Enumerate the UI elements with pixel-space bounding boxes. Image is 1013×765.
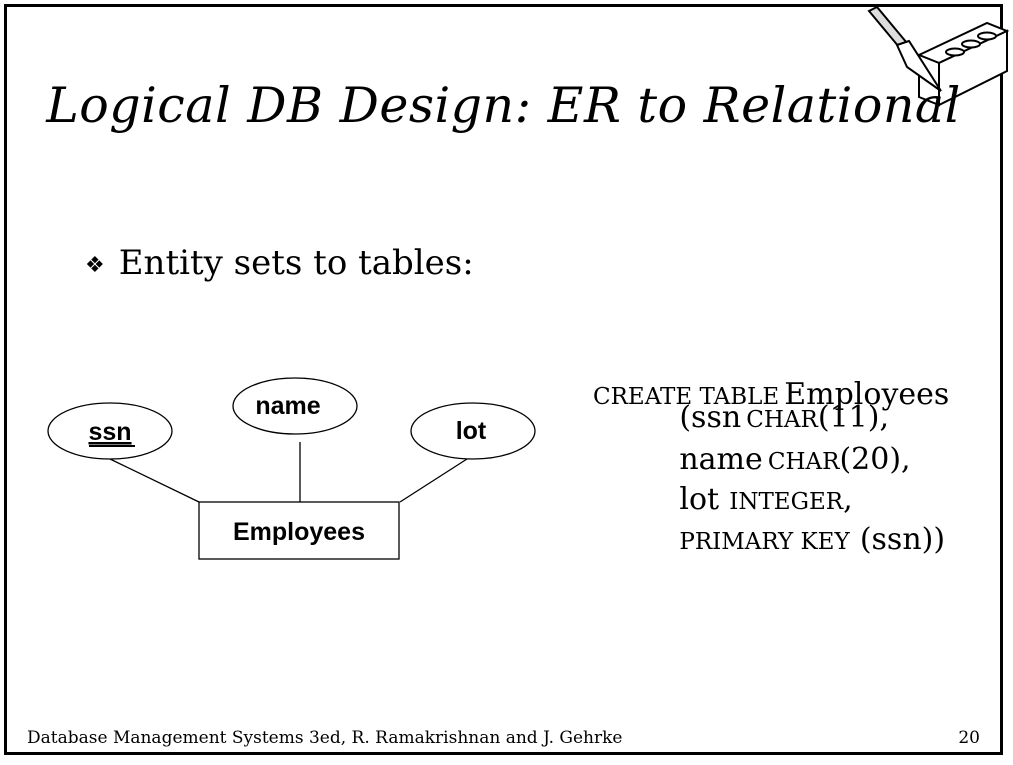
sql-line-3: name CHAR(20), <box>659 423 911 496</box>
sql-keyword: CHAR <box>767 449 840 475</box>
er-diagram: ssn name lot Employees <box>47 377 536 560</box>
bullet-item: ❖ Entity sets to tables: <box>85 243 474 283</box>
entity-employees <box>198 501 400 560</box>
page-number: 20 <box>958 728 980 748</box>
entity-label: Employees <box>233 518 365 546</box>
sql-keyword: PRIMARY KEY <box>679 529 850 555</box>
sql-text: (20), <box>839 442 911 477</box>
sql-keyword: INTEGER <box>729 489 844 515</box>
footer-source: Database Management Systems 3ed, R. Rama… <box>27 728 623 748</box>
sql-table-name: Employees <box>784 377 950 412</box>
attribute-ssn <box>47 402 173 460</box>
trowel-brick-icon <box>867 5 1009 107</box>
attribute-lot <box>410 402 536 460</box>
diamond-bullet-icon: ❖ <box>85 252 105 278</box>
attribute-name <box>232 377 358 435</box>
sql-text: lot <box>679 482 720 517</box>
sql-keyword: CREATE TABLE <box>593 384 780 410</box>
attribute-lot-label: lot <box>456 417 487 445</box>
sql-line-2: (ssn CHAR(11), <box>659 381 889 454</box>
sql-keyword: CHAR <box>746 407 818 433</box>
sql-line-4: lot INTEGER, <box>659 463 853 536</box>
sql-text: name <box>679 442 763 477</box>
lot-connector <box>399 458 468 503</box>
slide: Logical DB Design: ER to Relational ❖ En… <box>4 4 1009 755</box>
attribute-name-label: name <box>255 392 320 420</box>
sql-line-5: PRIMARY KEY (ssn)) <box>659 503 945 576</box>
sql-text: (ssn)) <box>859 522 946 557</box>
slide-title: Logical DB Design: ER to Relational <box>46 77 961 134</box>
bullet-text: Entity sets to tables: <box>118 243 474 283</box>
sql-create-table: CREATE TABLE Employees <box>593 339 949 450</box>
attribute-ssn-label: ssn <box>88 418 131 446</box>
sql-text: (11), <box>817 400 889 435</box>
sql-text: , <box>843 482 853 517</box>
sql-line-1: CREATE TABLE Employees <box>593 377 949 412</box>
sql-text: (ssn <box>679 400 742 435</box>
ssn-connector <box>109 458 200 503</box>
